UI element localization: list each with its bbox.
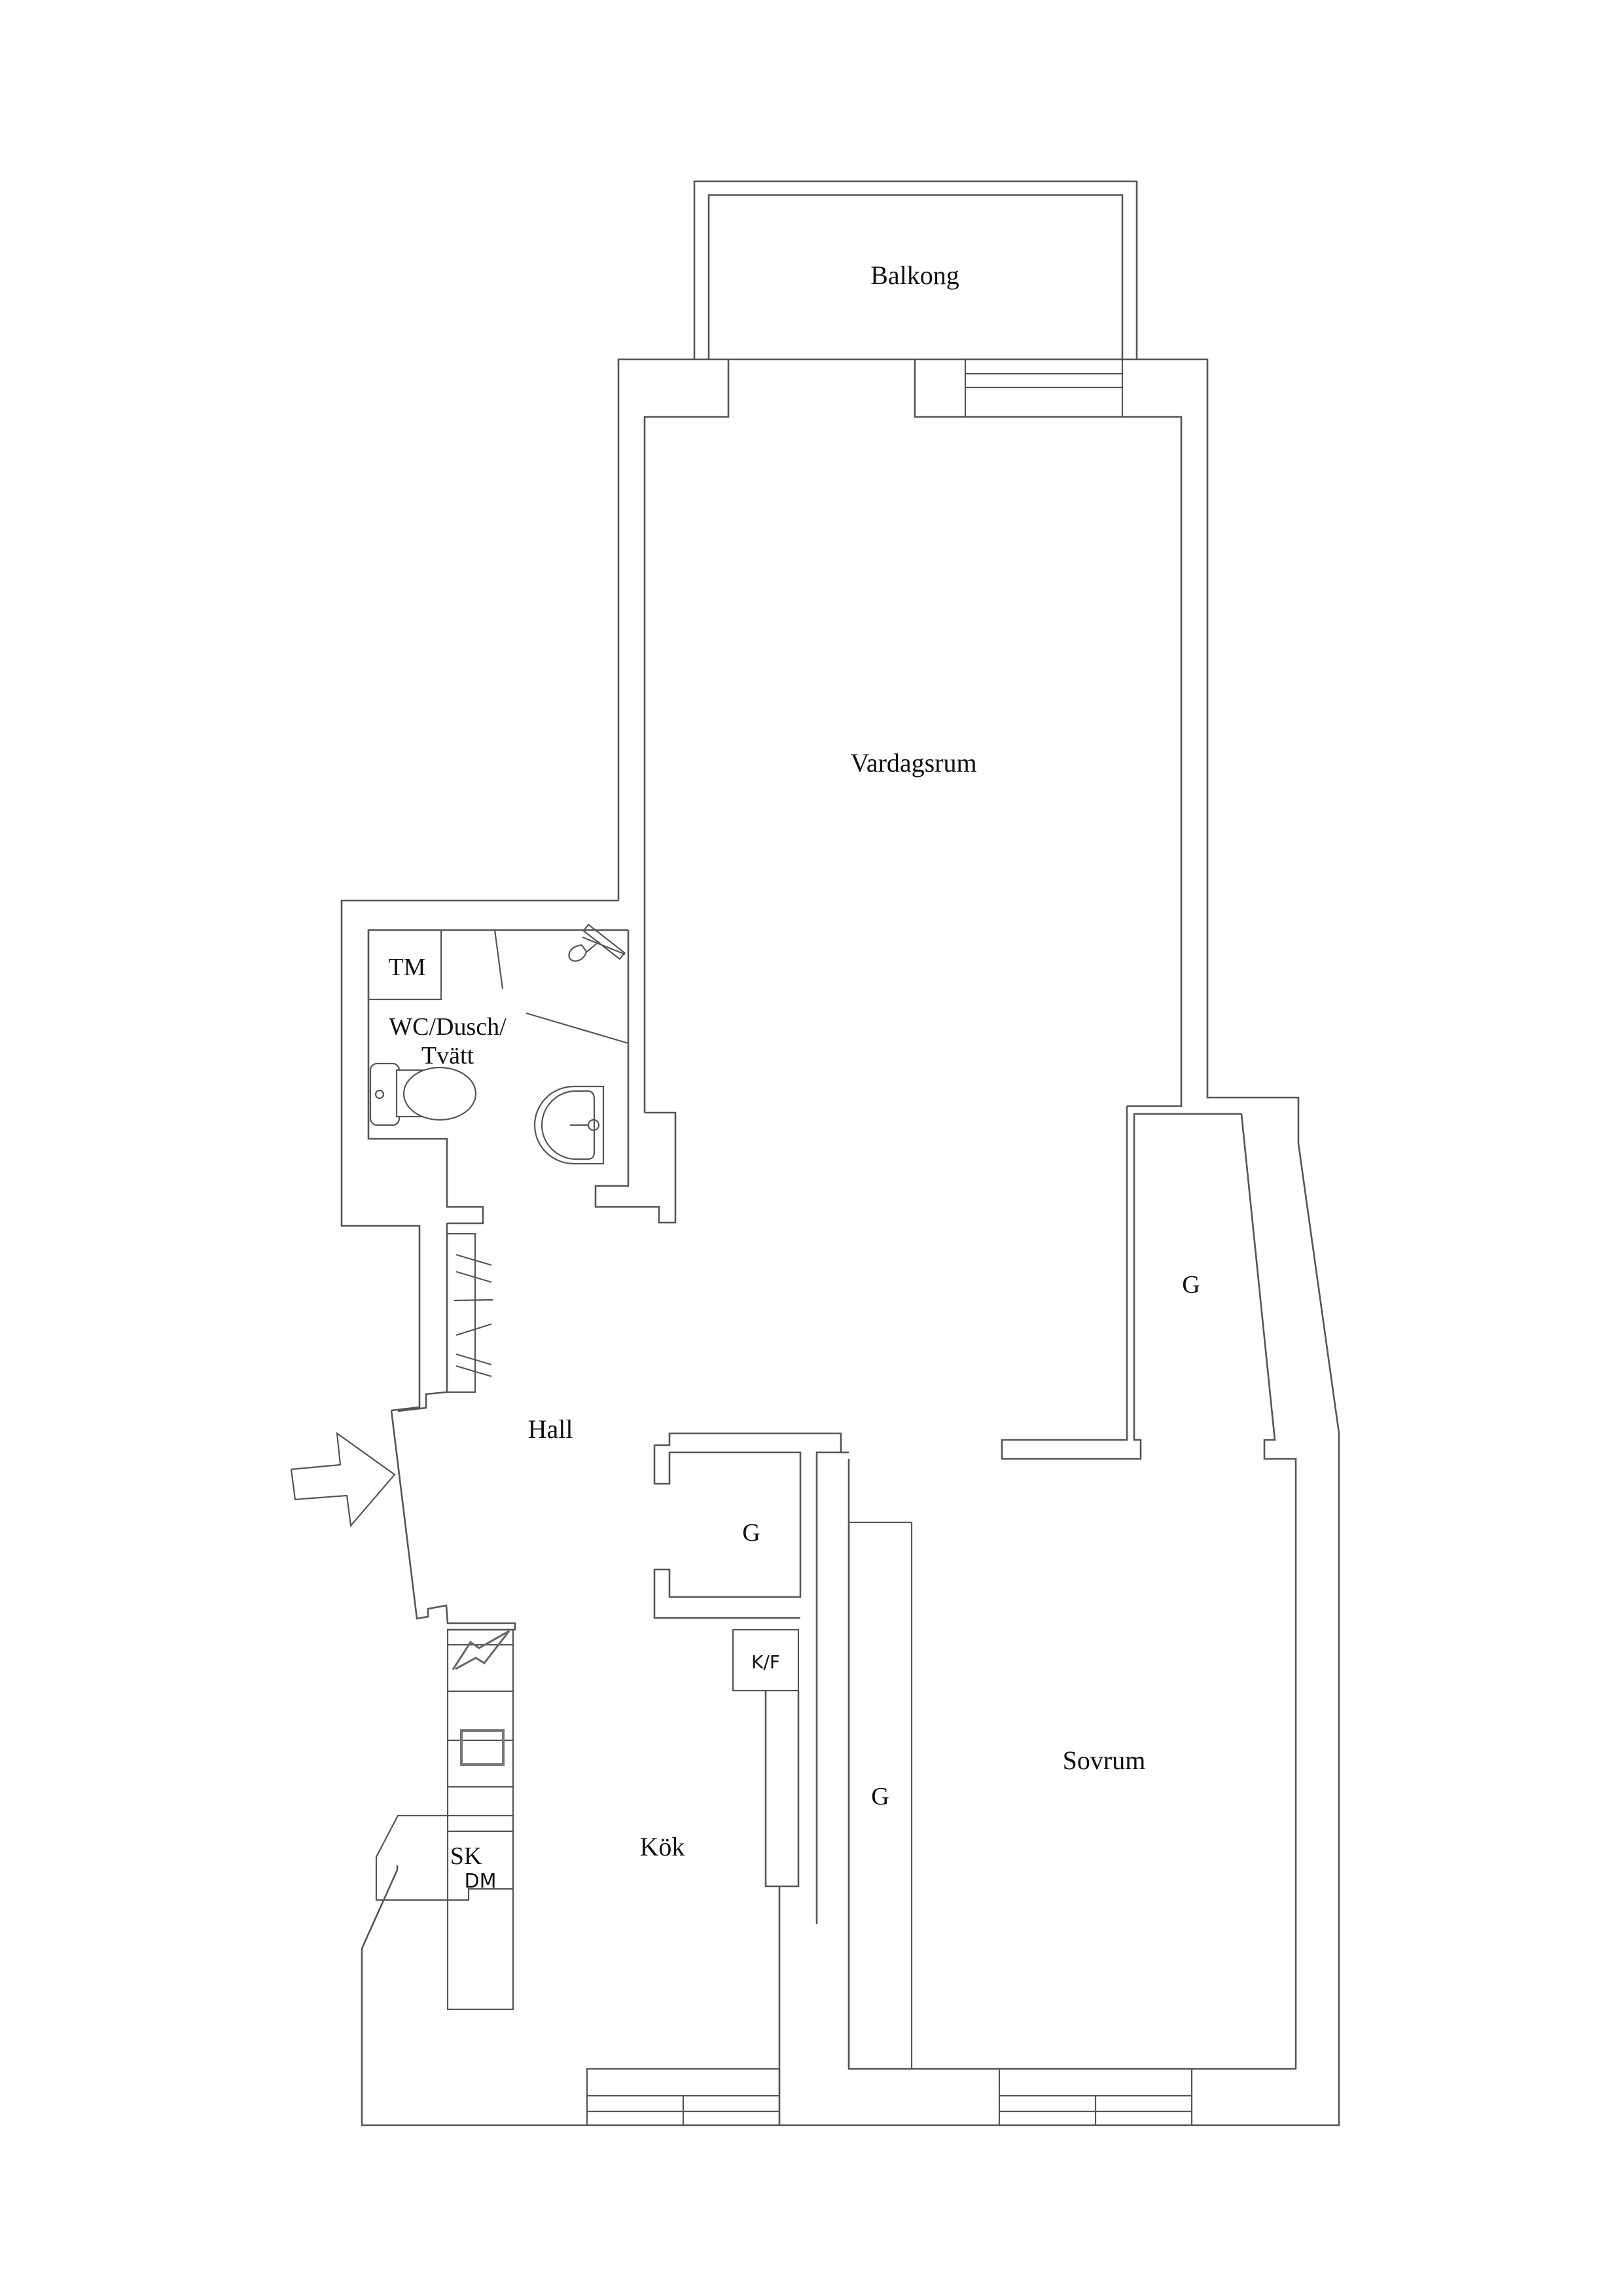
oven-icon [460,1729,505,1766]
room-label-bathroom-2: Tvätt [421,1042,474,1069]
wardrobe-hatching-icon [454,1253,493,1378]
balcony [693,180,1138,359]
kitchen: DM SK K/F Kök [375,1628,800,2126]
kitchen-counter [446,1628,514,2011]
wardrobe [446,1232,476,1393]
living-room: Vardagsrum [643,358,1183,1113]
hall-closet: G [653,1432,842,1924]
room-label-hall: Hall [528,1414,573,1444]
toilet-icon [369,1062,477,1126]
cabinet-sk [375,1814,514,1901]
room-label-hall-closet: G [742,1519,760,1547]
room-label-bathroom-1: WC/Dusch/ [389,1013,507,1041]
room-label-living-room: Vardagsrum [850,748,976,778]
kitchen-window [586,2068,781,2126]
hall: Hall [290,1223,573,1631]
stove-icon [452,1630,510,1670]
bedroom-window [998,2068,1193,2126]
bedroom-wardrobe [847,1521,913,2070]
room-label-closet-bedroom: G [871,1783,889,1810]
room-label-kitchen: Kök [640,1832,685,1861]
washbasin-icon [533,1085,605,1165]
shower-screen [526,1012,629,1045]
bathroom: TM WC/Dusch/ Tvätt [367,924,629,1225]
shower-head-icon [568,924,626,962]
bedroom: G Sovrum [841,1451,1296,2126]
room-label-balcony: Balkong [870,260,959,290]
dryer-box [367,929,442,1001]
label-cabinet: SK [450,1842,482,1870]
label-fridge-freezer: K/F [751,1651,780,1673]
bath-living-partition [594,930,677,1224]
room-label-closet-top-right: G [1182,1271,1200,1299]
room-label-bedroom: Sovrum [1063,1746,1146,1775]
exterior-wall [340,358,1340,2126]
shower-screen [493,929,504,990]
entry-arrow-icon [290,1431,396,1528]
label-dryer: TM [389,954,426,981]
top-right-closet: G [1001,1106,1297,2069]
